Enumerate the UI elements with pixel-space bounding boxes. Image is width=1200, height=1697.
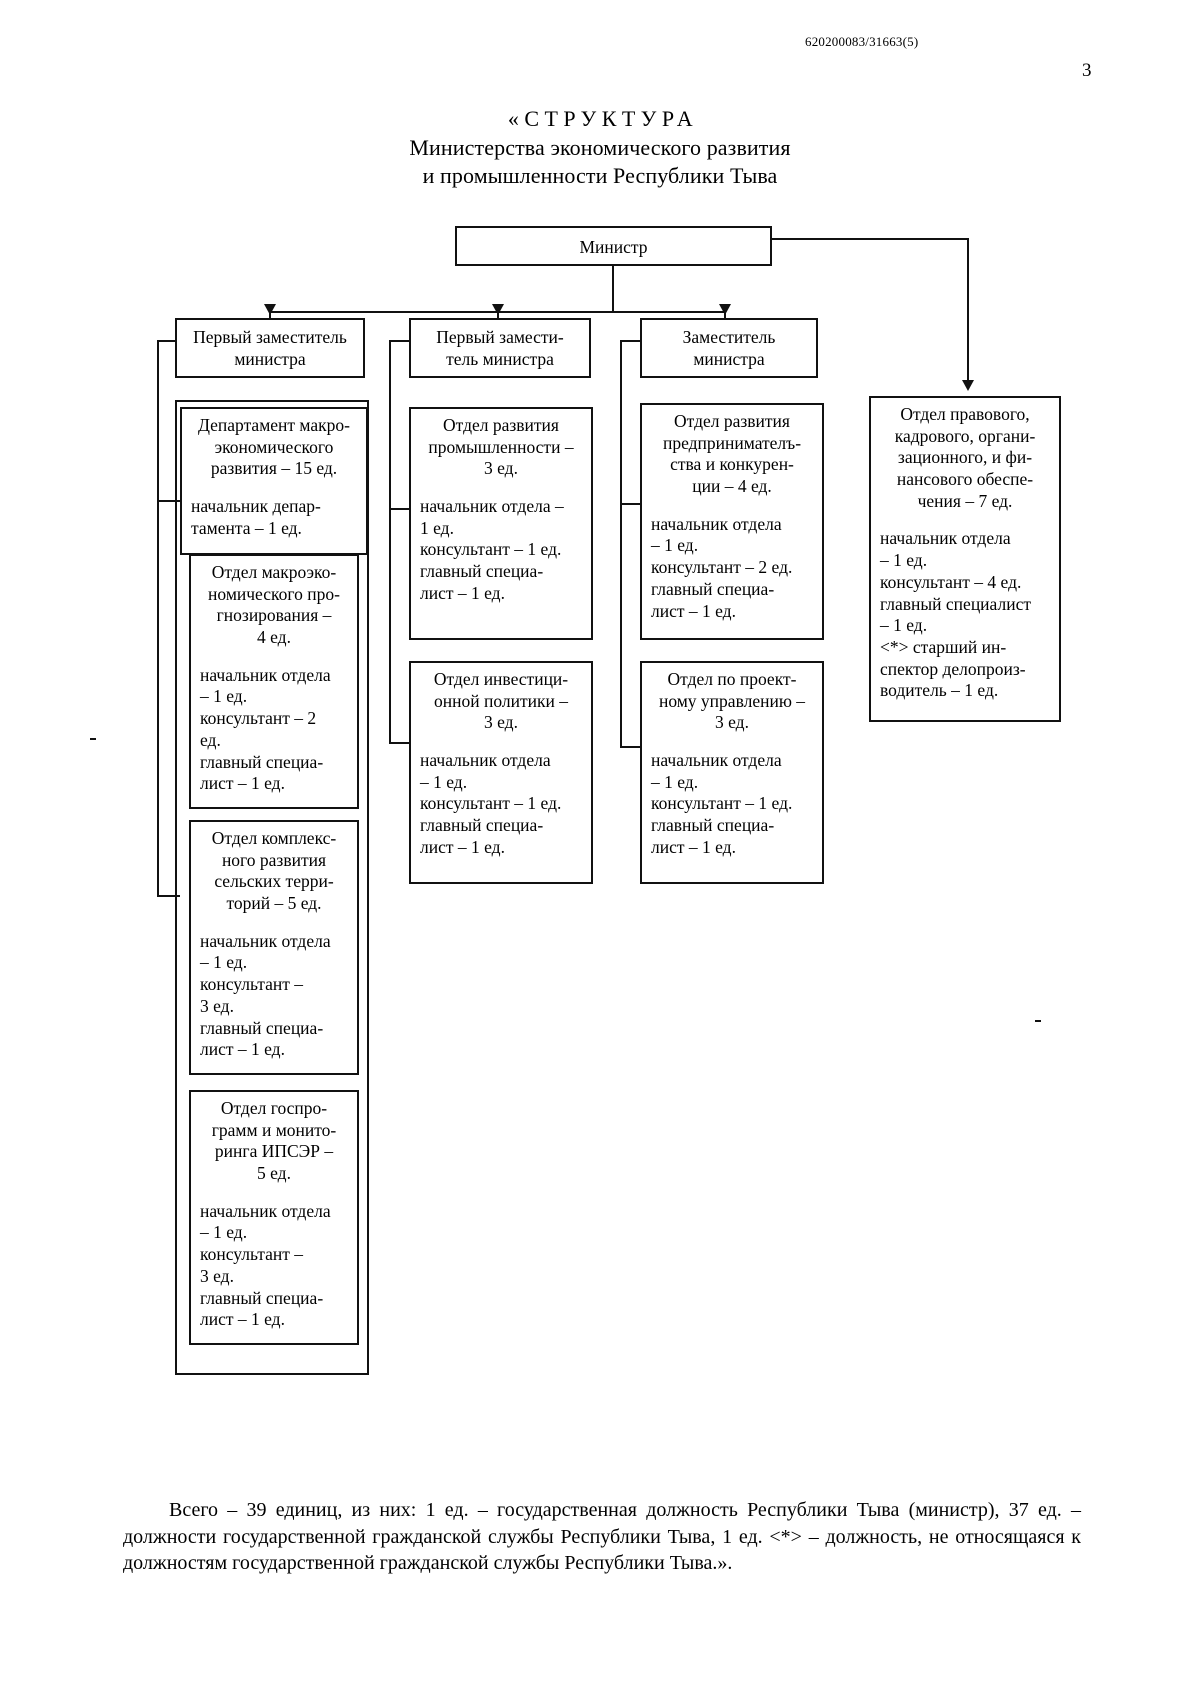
title-line-3: и промышленности Республики Тыва [422, 163, 778, 189]
node-otdel-project-mgmt-head: Отдел по проект- ному управлению – 3 ед. [658, 669, 806, 733]
summary-paragraph: Всего – 39 единиц, из них: 1 ед. – госуд… [123, 1499, 1081, 1575]
node-otdel-macro-prognoz[interactable]: Отдел макроэко- номического про- гнозиро… [189, 554, 359, 809]
connector-col2-spine [389, 340, 391, 744]
node-dept-macro[interactable]: Департамент макро- экономического развит… [180, 407, 368, 555]
connector-col1-spine [157, 340, 159, 897]
connector-minister-right [772, 238, 969, 240]
connector-col2-to-deputy [389, 340, 409, 342]
node-otdel-entrepreneurship-body: начальник отдела – 1 ед. консультант – 2… [651, 513, 793, 621]
node-otdel-legal-hr-finance-head: Отдел правового, кадрового, органи- заци… [894, 404, 1036, 511]
connector-legal-down [967, 238, 969, 388]
connector-col3-to-predpr [620, 503, 640, 505]
node-otdel-industry[interactable]: Отдел развития промышленности – 3 ед. на… [409, 407, 593, 640]
node-otdel-rural-body: начальник отдела – 1 ед. консультант – 3… [200, 930, 331, 1060]
document-code: 620200083/31663(5) [805, 34, 919, 49]
scan-artifact-left [90, 738, 96, 740]
title-line-2: Министерства экономического развития [409, 134, 791, 160]
node-otdel-project-mgmt-body: начальник отдела – 1 ед. консультант – 1… [651, 750, 793, 857]
connector-col1-to-deputy [157, 340, 175, 342]
node-deputy-1-line1: Первый заместитель [193, 327, 347, 347]
connector-col3-to-proekt [620, 746, 640, 748]
arrow-deputy2 [492, 304, 504, 315]
arrow-deputy1 [264, 304, 276, 315]
node-otdel-macro-prognoz-body: начальник отдела – 1 ед. консультант – 2… [200, 664, 331, 794]
connector-col3-to-deputy [620, 340, 640, 342]
node-deputy-3[interactable]: Заместитель министра [640, 318, 818, 378]
node-otdel-project-mgmt[interactable]: Отдел по проект- ному управлению – 3 ед.… [640, 661, 824, 884]
node-deputy-1[interactable]: Первый заместитель министра [175, 318, 365, 378]
node-otdel-industry-head: Отдел развития промышленности – 3 ед. [428, 415, 574, 479]
title-line-1: «СТРУКТУРА [507, 106, 699, 131]
connector-col3-spine [620, 340, 622, 748]
node-otdel-legal-hr-finance-body: начальник отдела – 1 ед. консультант – 4… [880, 528, 1031, 701]
node-otdel-entrepreneurship[interactable]: Отдел развития предпринимателъ- ства и к… [640, 403, 824, 640]
node-deputy-1-line2: министра [234, 348, 306, 369]
connector-col2-to-invest [389, 742, 409, 744]
node-otdel-rural-head: Отдел комплекс- ного развития сельских т… [211, 828, 337, 914]
node-deputy-2[interactable]: Первый замести- тель министра [409, 318, 591, 378]
arrow-deputy3 [719, 304, 731, 315]
node-otdel-entrepreneurship-head: Отдел развития предпринимателъ- ства и к… [662, 411, 802, 497]
page-title: «СТРУКТУРА Министерства экономического р… [0, 105, 1200, 191]
node-minister[interactable]: Министр [455, 226, 772, 266]
connector-col1-to-selsk [157, 895, 180, 897]
node-otdel-macro-prognoz-head: Отдел макроэко- номического про- гнозиро… [208, 562, 340, 648]
node-deputy-3-line2: министра [693, 348, 765, 369]
node-otdel-investment-head: Отдел инвестици- онной политики – 3 ед. [433, 669, 569, 733]
node-minister-label: Министр [579, 237, 648, 257]
node-dept-macro-body: начальник депар- тамента – 1 ед. [191, 496, 321, 538]
node-otdel-industry-body: начальник отдела – 1 ед. консультант – 1… [420, 496, 564, 603]
node-otdel-gosprog-body: начальник отдела – 1 ед. консультант – 3… [200, 1200, 331, 1330]
arrow-legal-dept [962, 380, 974, 391]
node-otdel-rural[interactable]: Отдел комплекс- ного развития сельских т… [189, 820, 359, 1075]
node-otdel-gosprog[interactable]: Отдел госпро- грамм и монито- ринга ИПСЭ… [189, 1090, 359, 1345]
node-dept-macro-head: Департамент макро- экономического развит… [198, 415, 350, 479]
node-otdel-gosprog-head: Отдел госпро- грамм и монито- ринга ИПСЭ… [211, 1098, 337, 1184]
node-deputy-2-line2: тель министра [446, 348, 554, 369]
node-otdel-investment-body: начальник отдела – 1 ед. консультант – 1… [420, 750, 562, 857]
node-deputy-2-line1: Первый замести- [436, 327, 564, 347]
node-otdel-legal-hr-finance[interactable]: Отдел правового, кадрового, органи- заци… [869, 396, 1061, 722]
node-otdel-investment[interactable]: Отдел инвестици- онной политики – 3 ед. … [409, 661, 593, 884]
connector-col1-to-dept [157, 500, 180, 502]
page-number: 3 [1082, 60, 1092, 81]
connector-col2-to-prom [389, 508, 409, 510]
scan-artifact-right [1035, 1020, 1041, 1022]
node-col1-group-frame [175, 400, 369, 1375]
node-deputy-3-line1: Заместитель [682, 327, 776, 347]
connector-minister-down [612, 264, 614, 312]
